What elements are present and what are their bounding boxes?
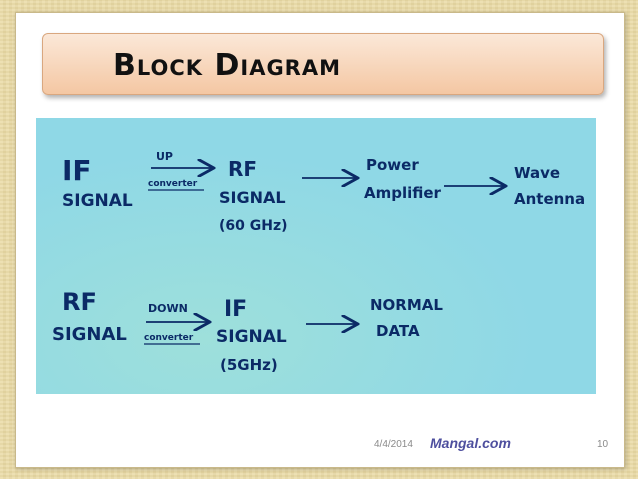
footer-brand: Mangal.com [430, 435, 511, 451]
row1-if-signal: SIGNAL [62, 191, 133, 211]
row1-rf-label: RF [228, 157, 257, 181]
row2-down-label: DOWN [148, 302, 188, 315]
block-diagram: IF SIGNAL UP converter RF SIGNAL (60 GHz… [52, 150, 585, 374]
row2-down-converter: converter [144, 333, 194, 343]
title-bar: Block Diagram [42, 33, 604, 95]
row2-if-label: IF [224, 297, 247, 322]
row2-data-label: DATA [376, 322, 420, 340]
footer-date: 4/4/2014 [374, 439, 413, 450]
row2-if-freq: (5GHz) [220, 356, 278, 374]
row1-up-label: UP [156, 150, 173, 163]
footer-page-number: 10 [597, 439, 609, 450]
row2-if-signal: SIGNAL [216, 327, 287, 347]
row2-rf-signal: SIGNAL [52, 324, 127, 345]
row1-up-converter: converter [148, 179, 198, 189]
row2-rf-label: RF [62, 288, 97, 316]
slide: Block Diagram IF SIGNAL UP converter RF … [15, 12, 625, 468]
row1-rf-freq: (60 GHz) [219, 218, 288, 234]
row1-antenna-wave: Wave [514, 164, 560, 182]
row1-antenna-label: Antenna [514, 190, 585, 208]
row1-rf-signal: SIGNAL [219, 188, 286, 207]
row1-pa-amplifier: Amplifier [364, 184, 442, 202]
row1-if-label: IF [62, 154, 92, 187]
row1-pa-power: Power [366, 156, 419, 174]
row2-normal-label: NORMAL [370, 296, 443, 314]
slide-title: Block Diagram [113, 48, 342, 83]
diagram-photo: IF SIGNAL UP converter RF SIGNAL (60 GHz… [36, 118, 596, 394]
